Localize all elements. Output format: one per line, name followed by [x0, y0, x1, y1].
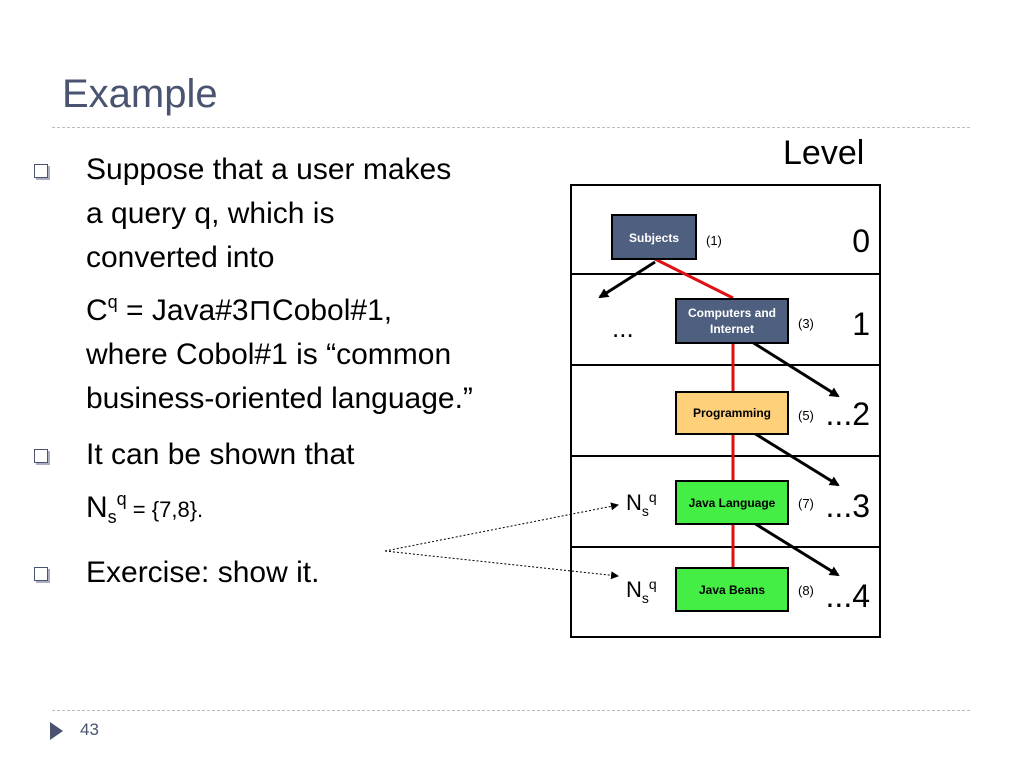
node-label: Programming: [693, 406, 771, 420]
level-header: Level: [783, 134, 865, 172]
bullet-square-icon: [34, 164, 48, 178]
dotted-arrow-to-java-language: [384, 502, 619, 552]
node-id: (1): [706, 233, 722, 248]
node-label: Internet: [710, 322, 754, 336]
title-divider: [52, 127, 970, 128]
slide-title: Example: [62, 72, 218, 116]
bullet-list: Suppose that a user makes a query q, whi…: [34, 148, 574, 595]
bullet-item-exercise: Exercise: show it.: [34, 551, 574, 595]
svg-text:Nsq: Nsq: [626, 489, 657, 519]
level-table-frame: [570, 184, 881, 638]
bullet-square-icon: [34, 449, 48, 463]
level-number: 0: [852, 223, 870, 259]
bullet-text-line: where Cobol#1 is “common: [86, 338, 452, 371]
node-label: Subjects: [629, 231, 679, 245]
ns-formula: Nsq = {7,8}.: [86, 489, 204, 527]
play-triangle-icon: [50, 722, 63, 740]
level-number: 1: [852, 306, 870, 342]
svg-text:Nsq: Nsq: [626, 576, 657, 606]
level-number: ...3: [826, 488, 870, 524]
node-id: (8): [798, 583, 814, 598]
node-programming: Programming: [675, 391, 789, 435]
bullet-text-line: Exercise: show it.: [86, 556, 320, 589]
node-label: Computers and: [688, 306, 776, 320]
node-label: Java Beans: [699, 583, 765, 597]
sibling-ellipsis: ...: [612, 313, 634, 343]
node-label: Java Language: [689, 496, 776, 510]
page-number: 43: [80, 720, 99, 739]
bullet-text-line: Suppose that a user makes: [86, 153, 452, 186]
arrow-to-left-sibling: [598, 260, 656, 299]
bullet-square-icon: [34, 567, 48, 581]
ns-label-java-language: Nsq: [626, 489, 657, 519]
node-computers-and-internet: Computers and Internet: [675, 298, 789, 344]
node-java-language: Java Language: [675, 480, 789, 525]
node-id: (3): [798, 316, 814, 331]
bullet-text-line: It can be shown that: [86, 438, 355, 471]
node-id: (7): [798, 496, 814, 511]
bullet-text-line: business-oriented language.”: [86, 382, 473, 415]
level-number: ...2: [826, 396, 870, 432]
level-number: ...4: [826, 578, 870, 614]
footer-divider: [52, 710, 970, 711]
bullet-text-line: a query q, which is: [86, 197, 335, 230]
bullet-item-query: Suppose that a user makes a query q, whi…: [34, 148, 574, 421]
bullet-text-line: converted into: [86, 241, 275, 274]
bullet-item-shown: It can be shown that Nsq = {7,8}.: [34, 433, 574, 539]
ns-label-java-beans: Nsq: [626, 576, 657, 606]
node-java-beans: Java Beans: [675, 567, 789, 612]
path-edge: [654, 257, 734, 300]
node-subjects: Subjects: [611, 214, 697, 260]
dotted-arrow-to-java-beans: [384, 550, 619, 580]
query-formula: Cq = Java#3⊓Cobol#1,: [86, 292, 393, 327]
node-id: (5): [798, 408, 814, 423]
